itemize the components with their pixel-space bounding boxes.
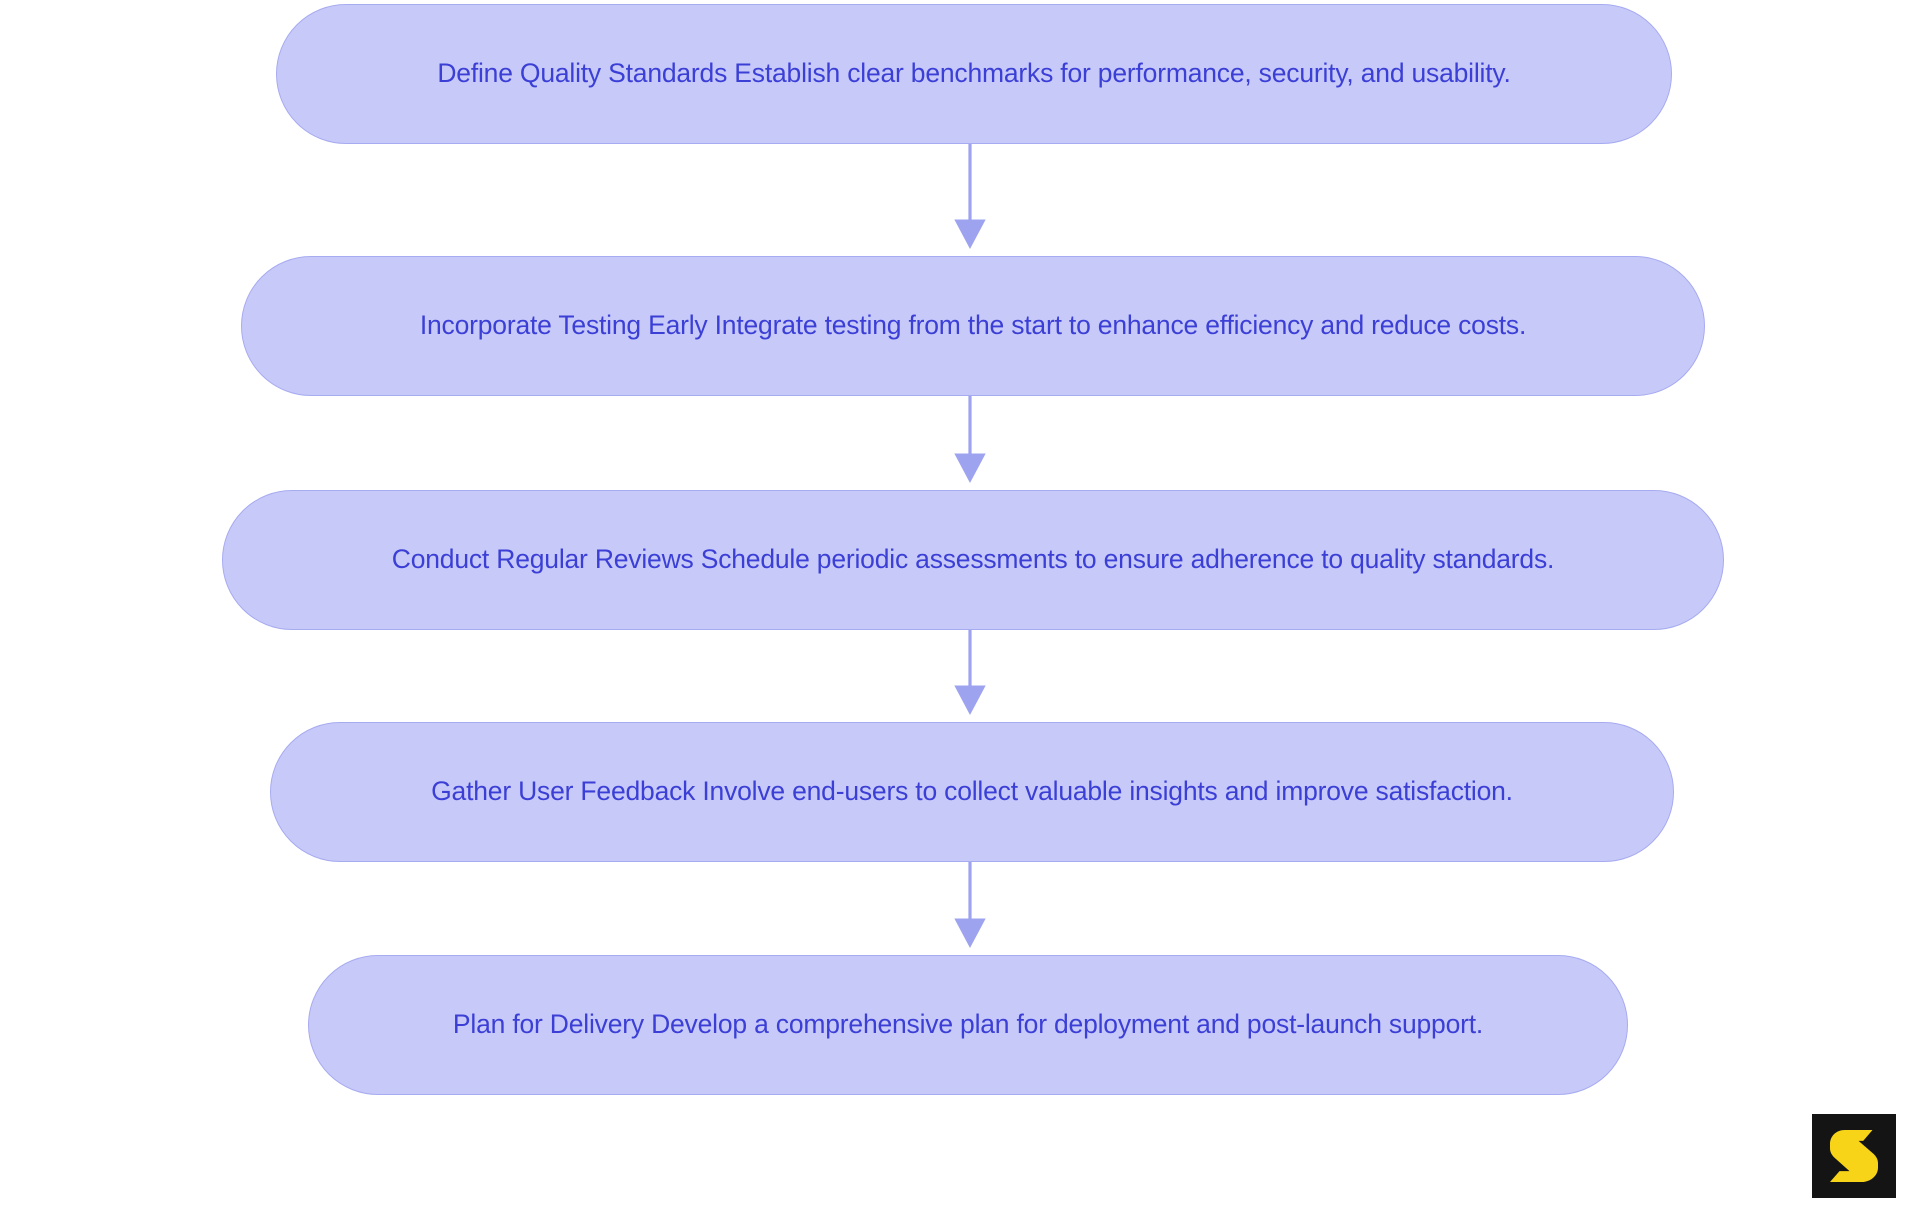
flow-node-label: Plan for Delivery Develop a comprehensiv…: [452, 1009, 1484, 1040]
flow-node-define-quality-standards[interactable]: Define Quality Standards Establish clear…: [276, 4, 1672, 144]
flow-node-conduct-regular-reviews[interactable]: Conduct Regular Reviews Schedule periodi…: [222, 490, 1724, 630]
flow-node-label: Incorporate Testing Early Integrate test…: [419, 310, 1527, 341]
brand-logo[interactable]: [1812, 1114, 1896, 1198]
flow-node-label: Gather User Feedback Involve end-users t…: [431, 776, 1513, 807]
flow-node-label: Conduct Regular Reviews Schedule periodi…: [391, 544, 1555, 575]
flow-node-incorporate-testing-early[interactable]: Incorporate Testing Early Integrate test…: [241, 256, 1705, 396]
flow-node-plan-for-delivery[interactable]: Plan for Delivery Develop a comprehensiv…: [308, 955, 1628, 1095]
s-monogram-icon: [1830, 1130, 1878, 1182]
flow-node-label: Define Quality Standards Establish clear…: [437, 58, 1511, 89]
flow-node-gather-user-feedback[interactable]: Gather User Feedback Involve end-users t…: [270, 722, 1674, 862]
